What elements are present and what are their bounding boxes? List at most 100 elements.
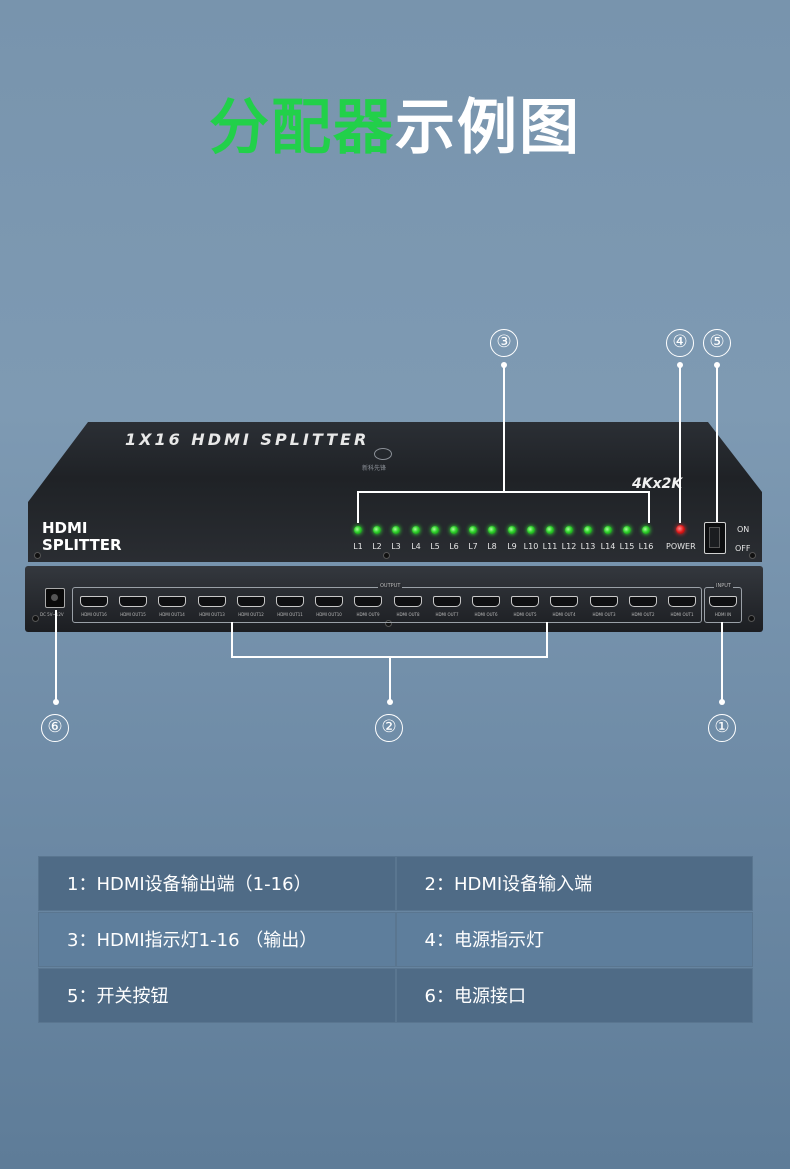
hdmi-output-port[interactable]	[315, 596, 343, 607]
callout-6-dot	[53, 699, 59, 705]
title-rest: 示例图	[395, 93, 581, 163]
power-switch-rocker[interactable]	[709, 527, 720, 548]
legend-table: 1：HDMI设备输出端（1-16） 2：HDMI设备输入端 3：HDMI指示灯1…	[38, 856, 753, 1023]
hdmi-output-label: HDMI OUT8	[396, 612, 420, 617]
power-switch[interactable]	[704, 522, 726, 554]
legend-cell: 1：HDMI设备输出端（1-16）	[38, 856, 396, 911]
hdmi-output-label: HDMI OUT10	[316, 612, 342, 617]
screw-icon	[32, 615, 39, 622]
led-indicator-icon	[469, 526, 477, 534]
led-label: L2	[372, 542, 382, 551]
led-label: L16	[638, 542, 654, 551]
legend-row: 1：HDMI设备输出端（1-16） 2：HDMI设备输入端	[38, 856, 753, 911]
hdmi-output-label: HDMI OUT5	[513, 612, 537, 617]
led-label: L9	[507, 542, 517, 551]
hdmi-output-port[interactable]	[158, 596, 186, 607]
hdmi-output-port[interactable]	[354, 596, 382, 607]
hdmi-output-port[interactable]	[472, 596, 500, 607]
led-label: L8	[487, 542, 497, 551]
device-brand-line: 1X16 HDMI SPLITTER	[125, 430, 370, 449]
title-highlight: 分配器	[209, 93, 395, 163]
hdmi-output-port[interactable]	[590, 596, 618, 607]
hdmi-output-port[interactable]	[511, 596, 539, 607]
led-label: L12	[561, 542, 577, 551]
hdmi-output-port[interactable]	[550, 596, 578, 607]
model-label: HDMI SPLITTER	[42, 520, 122, 554]
hdmi-output-port[interactable]	[668, 596, 696, 607]
screw-icon	[385, 620, 392, 627]
brand-logo-icon	[374, 448, 392, 460]
hdmi-output-label: HDMI OUT2	[631, 612, 655, 617]
led-indicator-icon	[450, 526, 458, 534]
callout-1: ①	[708, 714, 736, 742]
hdmi-output-port[interactable]	[276, 596, 304, 607]
led-label: L11	[542, 542, 558, 551]
led-label: L3	[391, 542, 401, 551]
callout-3-bracket-right	[648, 491, 650, 523]
callout-2: ②	[375, 714, 403, 742]
page-title: 分配器示例图	[0, 92, 790, 164]
led-indicator-icon	[527, 526, 535, 534]
hdmi-output-label: HDMI OUT9	[356, 612, 380, 617]
led-label: L7	[468, 542, 478, 551]
callout-6-line	[55, 610, 57, 702]
led-label: L15	[619, 542, 635, 551]
hdmi-output-label: HDMI OUT4	[552, 612, 576, 617]
callout-3-bracket	[357, 491, 650, 493]
led-label: L6	[449, 542, 459, 551]
callout-3-line	[503, 365, 505, 492]
led-indicator-icon	[431, 526, 439, 534]
hdmi-output-label: HDMI OUT15	[120, 612, 146, 617]
callout-3: ③	[490, 329, 518, 357]
callout-5-line	[716, 365, 718, 522]
hdmi-output-port[interactable]	[433, 596, 461, 607]
led-label: L1	[353, 542, 363, 551]
output-title: OUTPUT	[378, 583, 403, 589]
hdmi-output-port[interactable]	[198, 596, 226, 607]
dc-power-port[interactable]	[45, 588, 65, 608]
switch-on-label: ON	[737, 525, 750, 534]
callout-4: ④	[666, 329, 694, 357]
legend-cell: 3：HDMI指示灯1-16 （输出）	[38, 912, 396, 967]
hdmi-output-label: HDMI OUT13	[199, 612, 225, 617]
hdmi-output-port[interactable]	[394, 596, 422, 607]
legend-cell: 5：开关按钮	[38, 968, 396, 1023]
callout-2-line	[389, 656, 391, 701]
hdmi-input-label: HDMI IN	[714, 612, 732, 617]
screw-icon	[749, 552, 756, 559]
led-indicator-icon	[373, 526, 381, 534]
hdmi-output-port[interactable]	[237, 596, 265, 607]
legend-cell: 2：HDMI设备输入端	[395, 856, 753, 911]
led-indicator-icon	[623, 526, 631, 534]
hdmi-output-label: HDMI OUT11	[277, 612, 303, 617]
hdmi-output-label: HDMI OUT12	[238, 612, 264, 617]
hdmi-output-port[interactable]	[629, 596, 657, 607]
brand-logo-text: 新科先锋	[362, 465, 387, 472]
legend-cell: 4：电源指示灯	[395, 912, 753, 967]
legend-cell: 6：电源接口	[395, 968, 753, 1023]
led-label: L13	[580, 542, 596, 551]
power-label: POWER	[666, 542, 696, 551]
legend-row: 3：HDMI指示灯1-16 （输出） 4：电源指示灯	[38, 912, 753, 967]
resolution-label: 4Kx2K	[632, 476, 683, 492]
led-indicator-icon	[604, 526, 612, 534]
switch-off-label: OFF	[735, 544, 751, 553]
callout-2-bracket-left	[231, 622, 233, 657]
hdmi-output-port[interactable]	[80, 596, 108, 607]
led-label: L14	[600, 542, 616, 551]
model-line-2: SPLITTER	[42, 536, 122, 554]
callout-4-line	[679, 365, 681, 523]
hdmi-output-port[interactable]	[119, 596, 147, 607]
legend-row: 5：开关按钮 6：电源接口	[38, 968, 753, 1023]
screw-icon	[383, 552, 390, 559]
hdmi-input-port[interactable]	[709, 596, 737, 607]
led-indicator-icon	[488, 526, 496, 534]
led-indicator-icon	[354, 526, 362, 534]
callout-1-dot	[719, 699, 725, 705]
led-indicator-icon	[546, 526, 554, 534]
callout-2-bracket-right	[546, 622, 548, 657]
hdmi-output-label: HDMI OUT1	[670, 612, 694, 617]
screw-icon	[34, 552, 41, 559]
led-indicator-icon	[508, 526, 516, 534]
screw-icon	[748, 615, 755, 622]
